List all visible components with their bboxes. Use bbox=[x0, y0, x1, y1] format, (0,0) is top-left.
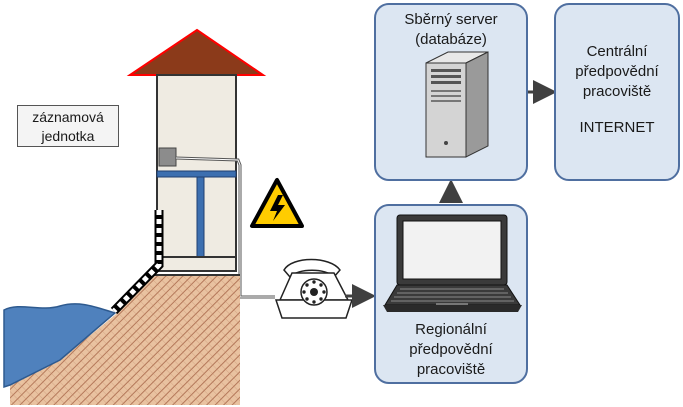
regional-label: Regionální předpovědní pracoviště bbox=[375, 320, 527, 380]
embankment bbox=[10, 274, 240, 405]
server-label-line1: Sběrný server bbox=[404, 11, 498, 28]
recorder-unit bbox=[158, 147, 177, 167]
server-label: Sběrný server (databáze) bbox=[375, 10, 527, 50]
river-water bbox=[3, 303, 117, 389]
recorder-label-line2: jednotka bbox=[41, 128, 95, 144]
recorder-label-line1: záznamová bbox=[32, 109, 104, 125]
central-label-line2: předpovědní bbox=[575, 63, 659, 80]
regional-label-line3: pracoviště bbox=[416, 361, 486, 378]
recorder-label: záznamová jednotka bbox=[17, 105, 119, 147]
regional-label-line1: Regionální bbox=[415, 321, 487, 338]
central-label-line4: INTERNET bbox=[579, 119, 655, 136]
tower-icon bbox=[126, 28, 275, 299]
tower-roof bbox=[126, 28, 267, 76]
tower-floor-beam bbox=[156, 170, 237, 178]
central-box bbox=[554, 3, 680, 181]
server-label-line2: (databáze) bbox=[415, 31, 487, 48]
laptop-icon bbox=[383, 214, 522, 312]
warning-icon bbox=[250, 178, 304, 228]
server-icon bbox=[425, 51, 489, 158]
central-label: Centrální předpovědní pracoviště INTERNE… bbox=[555, 42, 679, 138]
central-label-line3: pracoviště bbox=[582, 83, 652, 100]
regional-label-line2: předpovědní bbox=[409, 341, 493, 358]
telephone-icon bbox=[274, 258, 354, 319]
water-level-gauge bbox=[110, 210, 164, 315]
central-label-line1: Centrální bbox=[586, 43, 648, 60]
tower-column bbox=[196, 176, 205, 258]
